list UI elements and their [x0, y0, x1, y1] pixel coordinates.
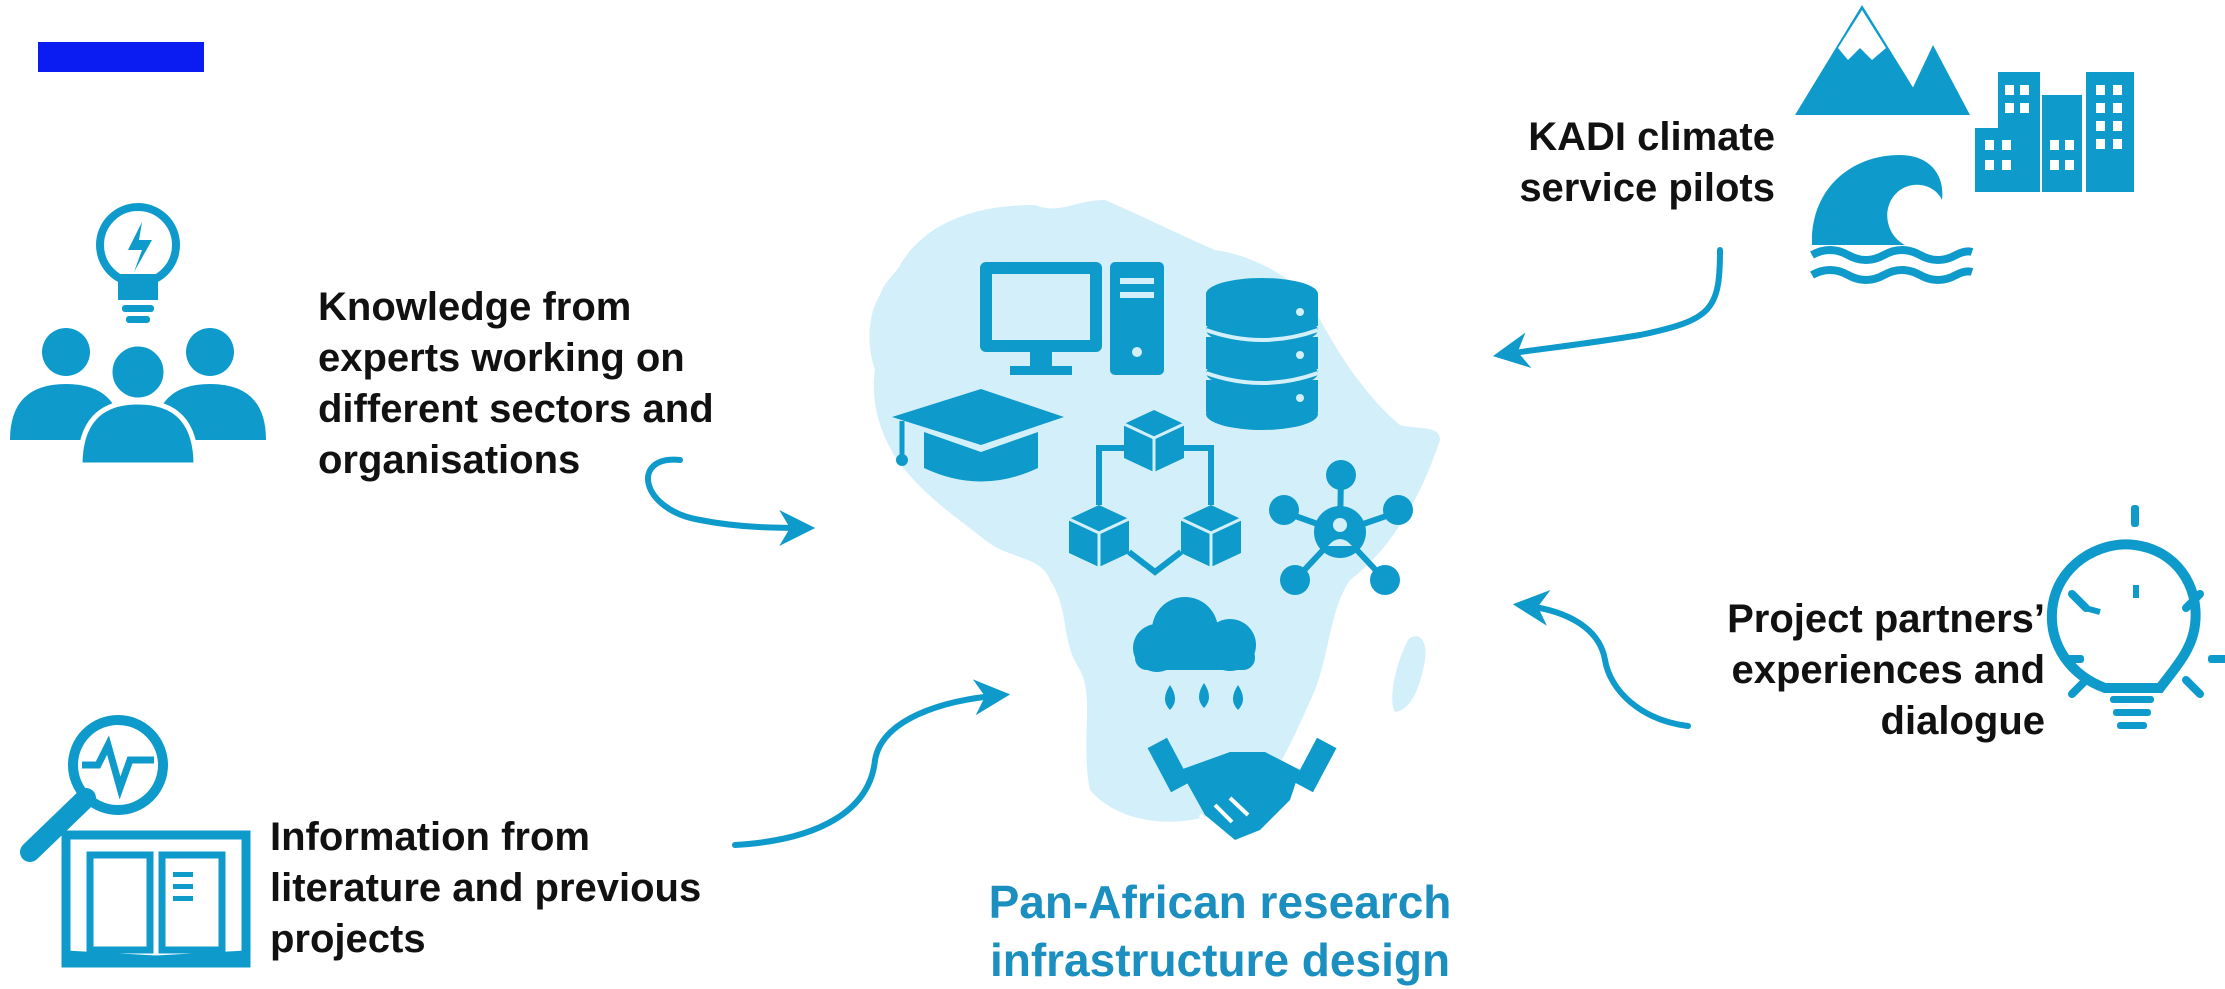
- label-pilots-input: KADI climate service pilots: [1519, 115, 1775, 210]
- arrow-literature-to-center: [732, 679, 1011, 848]
- label-partners-input: Project partners’ experiences and dialog…: [1727, 597, 2045, 743]
- center-title: Pan-African research infrastructure desi…: [988, 876, 1452, 986]
- top-accent-bar: [38, 42, 204, 72]
- lightbulb-icon: [2046, 505, 2225, 729]
- label-literature-input: Information from literature and previous…: [270, 815, 702, 961]
- handshake-icon: [1147, 737, 1337, 840]
- network-cubes-icon: [1068, 410, 1242, 576]
- network-person-icon: [1269, 460, 1413, 595]
- label-experts-input: Knowledge from experts working on differ…: [318, 285, 714, 482]
- team-idea-icon: [10, 203, 266, 468]
- madagascar-shape: [1392, 636, 1426, 712]
- rain-cloud-icon: [1133, 597, 1256, 710]
- mountain-wave-city-icon: [1795, 5, 2134, 284]
- arrow-pilots-to-center: [1492, 247, 1723, 369]
- arrow-partners-to-center: [1512, 589, 1691, 729]
- graduation-cap-icon: [892, 389, 1064, 482]
- arrow-experts-to-center: [645, 456, 816, 546]
- computer-icon: [980, 262, 1164, 375]
- database-icon: [1205, 278, 1319, 430]
- book-search-icon: [20, 715, 251, 968]
